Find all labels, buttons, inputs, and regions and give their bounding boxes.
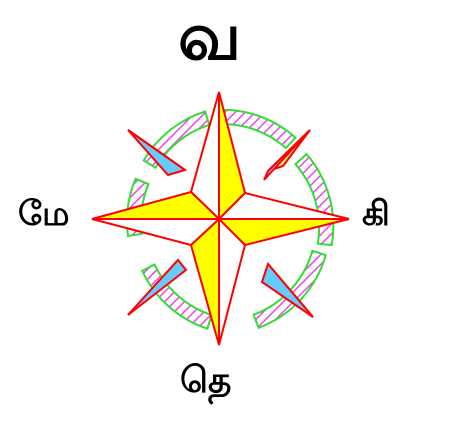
main-star (92, 92, 349, 345)
